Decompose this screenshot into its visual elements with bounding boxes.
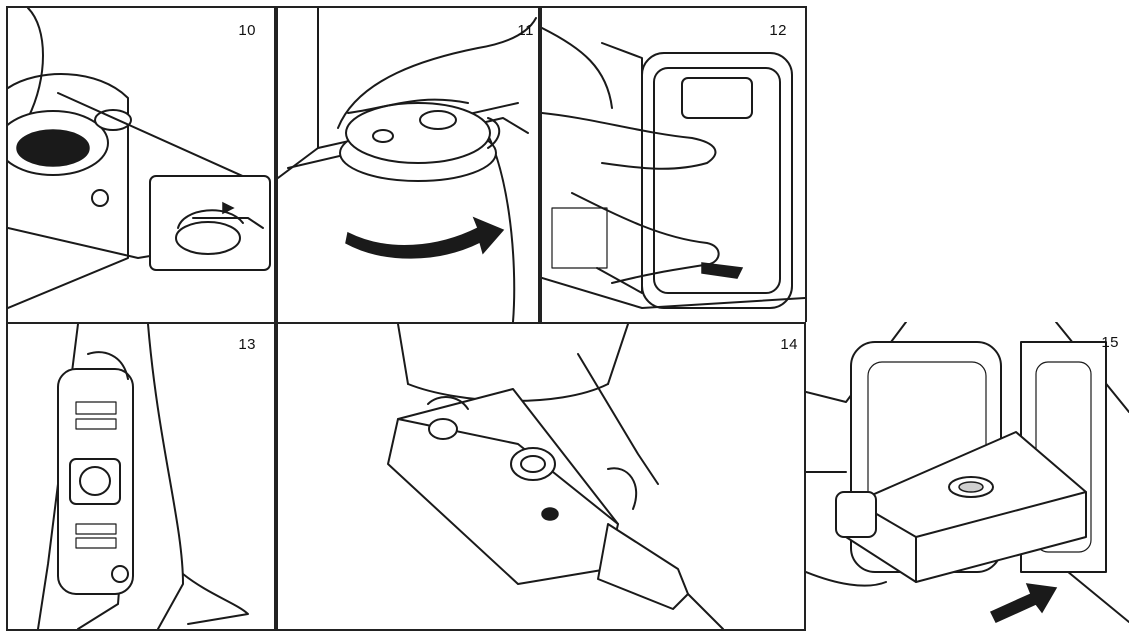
panel-number: 13 (238, 336, 256, 353)
panel-10: 10 (6, 6, 276, 324)
panel-13: 13 (6, 322, 276, 631)
panel-number: 10 (238, 22, 256, 39)
cap-rotate-icon (278, 8, 538, 322)
panel-14: 14 (276, 322, 806, 631)
panel-number: 15 (1101, 334, 1119, 351)
panel-11: 11 (276, 6, 540, 324)
panel-15: 15 (806, 322, 1129, 631)
panel-number: 14 (780, 336, 798, 353)
cassette-service-door-icon (542, 8, 805, 322)
carry-cassette-icon (8, 324, 274, 629)
insert-cassette-icon (806, 322, 1129, 631)
panel-number: 11 (517, 22, 534, 39)
panel-number: 12 (769, 22, 787, 39)
panel-12: 12 (540, 6, 807, 324)
cassette-toilet-valve-icon (8, 8, 274, 322)
empty-cassette-icon (278, 324, 804, 629)
